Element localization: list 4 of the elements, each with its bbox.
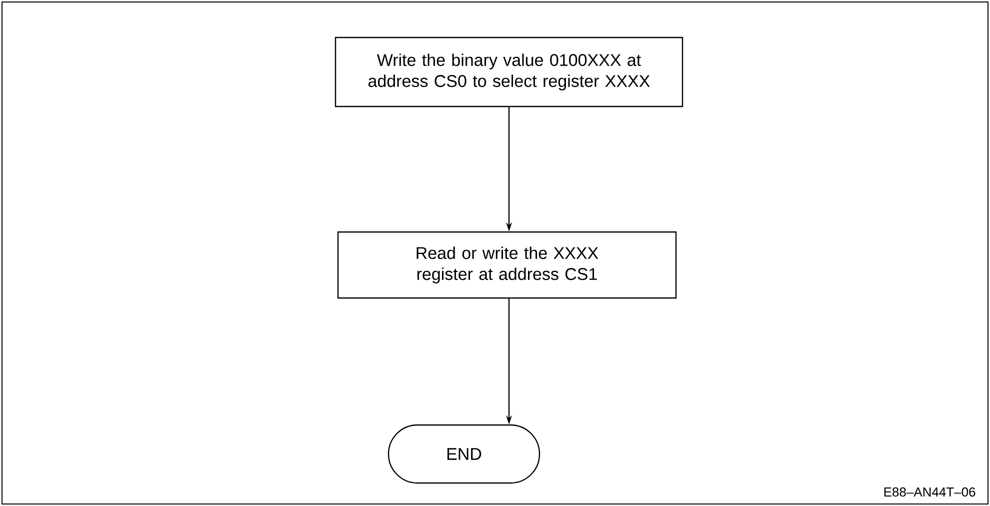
process-box: Read or write the XXXX register at address CS1 [337,231,677,299]
process-box: Write the binary value 0100XXX at address CS0 to select register XXXX [334,36,684,108]
terminator-box: END [388,424,540,484]
figure-number: E88–AN44T–06 [884,487,976,497]
